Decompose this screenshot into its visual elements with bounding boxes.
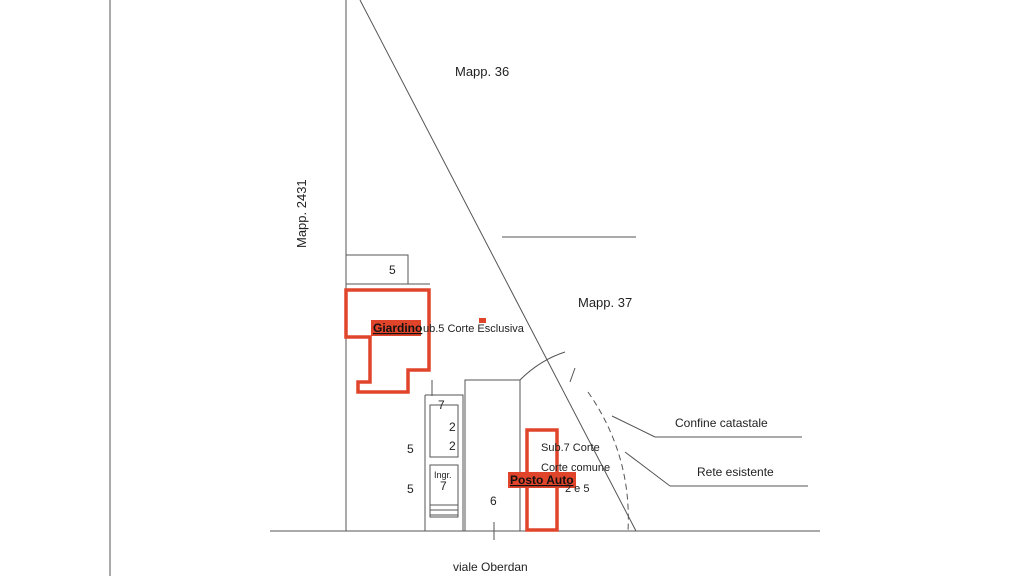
garage-building-outline	[464, 379, 521, 531]
giardino-label: Giardino	[373, 321, 422, 335]
mapp-37-label: Mapp. 37	[578, 295, 632, 310]
dimension-number: 5	[407, 442, 414, 456]
ingr-label: Ingr.	[434, 470, 452, 480]
rete-leader-line	[624, 451, 671, 487]
sub7-corte-label: Sub.7 Corte	[541, 442, 600, 454]
corte-comune-label: Corte comune	[541, 462, 610, 474]
dimension-number: 2	[449, 420, 456, 434]
tick-mark	[569, 367, 576, 383]
confine-catastale-label: Confine catastale	[675, 416, 768, 430]
mapp-36-label: Mapp. 36	[455, 64, 509, 79]
top-cell-outline	[346, 254, 409, 284]
posto-auto-label-background	[508, 472, 576, 488]
mapp-2431-label: Mapp. 2431	[294, 179, 309, 248]
diagonal-boundary-line	[359, 0, 637, 532]
stair-element-top	[429, 404, 459, 458]
dimension-number: 7	[440, 479, 447, 493]
plan-labels: Mapp. 36 Mapp. 37 Mapp. 2431 ub.5 Corte …	[294, 64, 774, 574]
stair-element-bottom	[429, 464, 459, 518]
giardino-outline	[344, 288, 431, 394]
ingress-building-outline	[424, 394, 464, 532]
confine-leader-line	[611, 415, 656, 438]
sub-2-e-5-label: 2 e 5	[565, 483, 589, 495]
small-red-marker	[479, 318, 486, 323]
posto-auto-label: Posto Auto	[510, 473, 574, 487]
dimension-number: 7	[438, 398, 445, 412]
giardino-label-background	[371, 320, 421, 336]
dimension-number: 5	[407, 482, 414, 496]
existing-fence-dashed	[587, 391, 629, 532]
rete-esistente-label: Rete esistente	[697, 465, 774, 479]
dimension-number: 5	[389, 263, 396, 277]
sub5-corte-label: ub.5 Corte Esclusiva	[423, 323, 525, 335]
viale-oberdan-label: viale Oberdan	[453, 560, 528, 574]
courtyard-curve	[519, 351, 566, 381]
dimension-number: 6	[490, 494, 497, 508]
dimension-number: 2	[449, 439, 456, 453]
